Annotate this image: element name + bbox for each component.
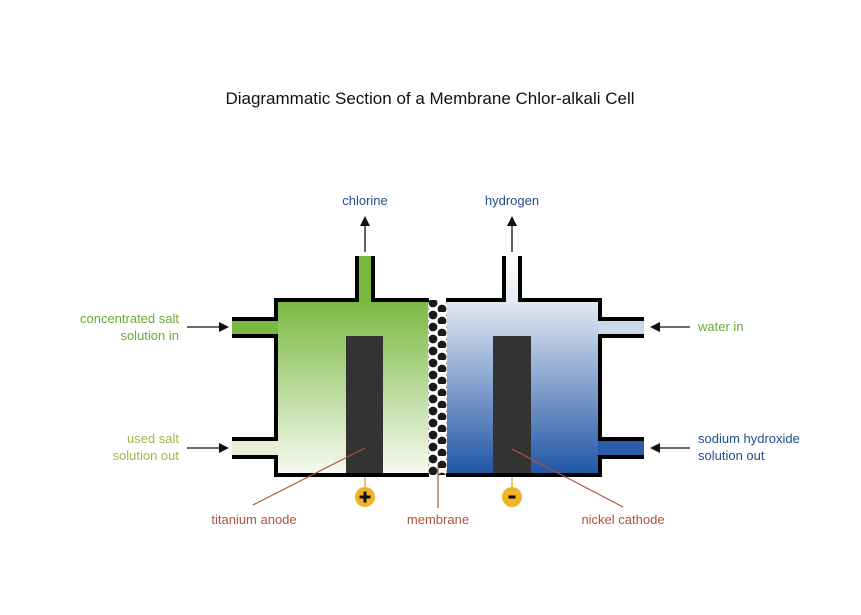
- used-salt-label-line2: solution out: [113, 448, 180, 463]
- titanium-anode: [346, 336, 383, 475]
- hydrogen-arrow: [507, 216, 517, 252]
- conc-salt-label-line1: concentrated salt: [80, 311, 179, 326]
- naoh-label-line2: solution out: [698, 448, 765, 463]
- membrane-label: membrane: [407, 512, 469, 527]
- nickel-cathode: [493, 336, 531, 475]
- used-salt-label-line1: used salt: [127, 431, 179, 446]
- naoh-label-line1: sodium hydroxide: [698, 431, 800, 446]
- conc-salt-arrow: [187, 322, 229, 332]
- cell-walls: [232, 256, 644, 477]
- cathode-callout-line: [511, 448, 624, 508]
- conc-salt-label-line2: solution in: [120, 328, 179, 343]
- water-in-arrow: [650, 322, 690, 332]
- positive-terminal: [355, 477, 375, 507]
- hydrogen-label: hydrogen: [485, 193, 539, 208]
- negative-terminal: [502, 477, 522, 507]
- water-in-label: water in: [697, 319, 744, 334]
- diagram-title: Diagrammatic Section of a Membrane Chlor…: [225, 89, 634, 108]
- cathode-compartment: [446, 256, 644, 475]
- anode-compartment: [232, 256, 429, 475]
- chlorine-label: chlorine: [342, 193, 388, 208]
- chlorine-arrow: [360, 216, 370, 252]
- used-salt-arrow: [187, 443, 229, 453]
- membrane: [428, 300, 447, 475]
- cathode-label: nickel cathode: [581, 512, 664, 527]
- anode-callout-line: [252, 447, 366, 506]
- naoh-arrow: [650, 443, 690, 453]
- anode-label: titanium anode: [211, 512, 296, 527]
